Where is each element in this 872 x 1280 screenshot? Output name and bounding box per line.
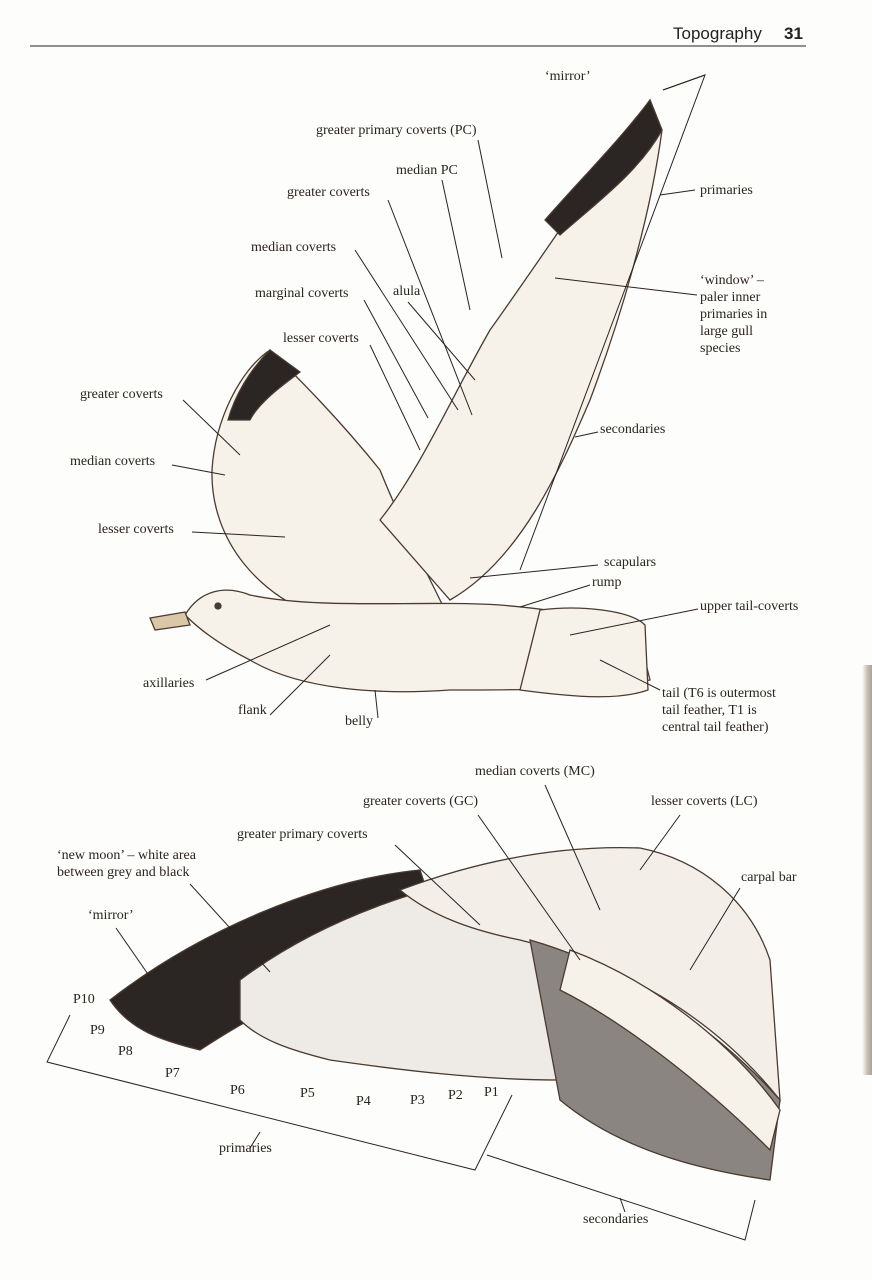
label-lesser-coverts-near: lesser coverts bbox=[283, 331, 359, 346]
spread-wing bbox=[109, 846, 781, 1181]
near-wing bbox=[379, 98, 663, 601]
secondaries-white bbox=[559, 949, 781, 1152]
label-greater-coverts-near: greater coverts bbox=[287, 185, 370, 200]
label-p6: P6 bbox=[230, 1083, 245, 1098]
label-rump: rump bbox=[592, 575, 622, 590]
bill bbox=[149, 611, 191, 631]
label-marginal-coverts: marginal coverts bbox=[255, 286, 349, 301]
label-greater-primary-coverts-lower: greater primary coverts bbox=[237, 827, 368, 842]
label-median-coverts-far: median coverts bbox=[70, 454, 156, 469]
label-alula: alula bbox=[393, 284, 421, 299]
label-carpal-bar: carpal bar bbox=[741, 870, 797, 885]
label-p2: P2 bbox=[448, 1088, 463, 1103]
window-line: large gull bbox=[700, 324, 754, 339]
far-wing-tip bbox=[227, 349, 302, 421]
window-line: species bbox=[700, 341, 741, 356]
eye bbox=[214, 602, 222, 610]
label-mirror-lower: ‘mirror’ bbox=[88, 908, 134, 923]
label-median-pc: median PC bbox=[396, 163, 458, 178]
tail-line: central tail feather) bbox=[662, 720, 769, 735]
label-p1: P1 bbox=[484, 1085, 499, 1100]
label-scapulars: scapulars bbox=[604, 555, 657, 570]
window-line: ‘window’ – bbox=[700, 273, 764, 288]
label-window: ‘window’ – paler inner primaries in larg… bbox=[700, 272, 767, 357]
label-mirror: ‘mirror’ bbox=[545, 69, 591, 84]
lower-leader-lines bbox=[46, 784, 756, 1241]
tail bbox=[519, 607, 649, 698]
label-lesser-coverts-far: lesser coverts bbox=[98, 522, 174, 537]
label-p3: P3 bbox=[410, 1093, 425, 1108]
upper-leader-lines bbox=[171, 74, 706, 719]
window-line: paler inner bbox=[700, 290, 761, 305]
label-belly: belly bbox=[345, 714, 373, 729]
label-new-moon: ‘new moon’ – white area between grey and… bbox=[57, 847, 196, 881]
label-greater-coverts-gc: greater coverts (GC) bbox=[363, 794, 479, 809]
page-edge bbox=[862, 665, 872, 1075]
label-p7: P7 bbox=[165, 1066, 180, 1081]
section-title: Topography bbox=[673, 24, 762, 43]
window-line: primaries in bbox=[700, 307, 768, 322]
label-tail: tail (T6 is outermost tail feather, T1 i… bbox=[662, 685, 776, 736]
label-median-coverts-mc: median coverts (MC) bbox=[475, 764, 595, 779]
label-lesser-coverts-lc: lesser coverts (LC) bbox=[651, 794, 758, 809]
label-p9: P9 bbox=[90, 1023, 105, 1038]
label-p10: P10 bbox=[73, 992, 95, 1007]
label-axillaries: axillaries bbox=[143, 676, 195, 691]
new-moon-line: ‘new moon’ – white area bbox=[57, 848, 196, 863]
label-flank: flank bbox=[238, 703, 267, 718]
label-p4: P4 bbox=[356, 1094, 371, 1109]
label-median-coverts-near: median coverts bbox=[251, 240, 337, 255]
near-wing-tip bbox=[544, 98, 663, 236]
label-greater-primary-coverts: greater primary coverts (PC) bbox=[316, 123, 477, 138]
label-upper-tail-coverts: upper tail-coverts bbox=[700, 599, 799, 614]
coverts bbox=[398, 846, 781, 1103]
label-primaries: primaries bbox=[700, 183, 753, 198]
tail-line: tail (T6 is outermost bbox=[662, 686, 776, 701]
label-greater-coverts-far: greater coverts bbox=[80, 387, 163, 402]
label-secondaries-lower: secondaries bbox=[583, 1212, 649, 1227]
label-p8: P8 bbox=[118, 1044, 133, 1059]
flying-gull bbox=[149, 98, 663, 698]
label-secondaries: secondaries bbox=[600, 422, 666, 437]
new-moon-line: between grey and black bbox=[57, 865, 190, 880]
tail-line: tail feather, T1 is bbox=[662, 703, 757, 718]
page-number: 31 bbox=[784, 24, 803, 43]
label-p5: P5 bbox=[300, 1086, 315, 1101]
label-primaries-lower: primaries bbox=[219, 1141, 272, 1156]
